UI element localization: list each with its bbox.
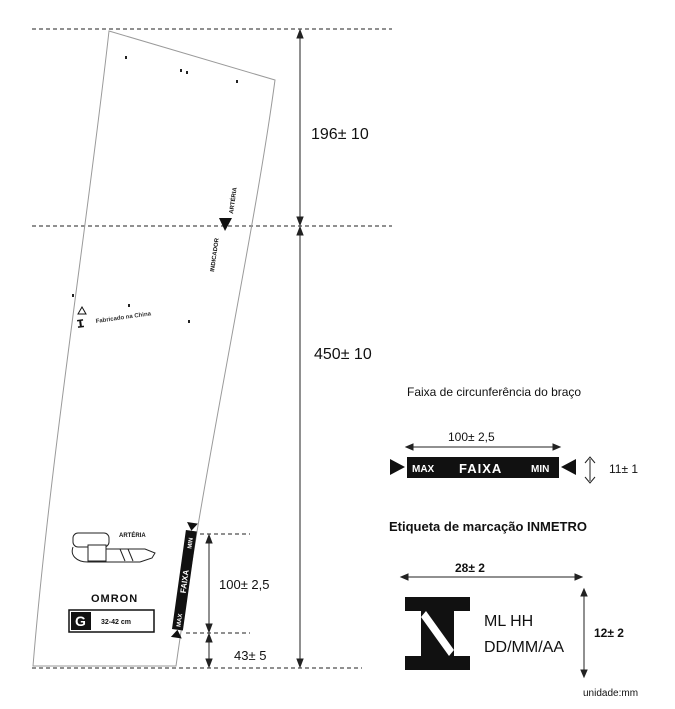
size-label: G 32-42 cm [68, 609, 155, 633]
size-letter: G [75, 613, 86, 629]
top-segment-dimension: 196± 10 [311, 126, 369, 143]
band-min-label: MIN [187, 537, 194, 549]
warning-icon [77, 305, 87, 315]
indicator-marker: ARTÉRIA INDICADOR [210, 186, 239, 272]
cuff-outline [32, 30, 276, 667]
range-min-label: MIN [531, 464, 549, 475]
arm-placement-diagram [71, 532, 156, 563]
range-faixa-label: FAIXA [459, 461, 502, 476]
cuff-info-block: Fabricado na China [77, 305, 152, 328]
cuff-range-band: MAX FAIXA MIN [170, 522, 198, 639]
range-length-dimension [404, 443, 562, 451]
inmetro-line1: ML HH [484, 613, 533, 630]
brand-logo: OMRON [91, 593, 138, 605]
range-max-label: MAX [412, 464, 435, 475]
inmetro-section-title: Etiqueta de marcação INMETRO [389, 519, 587, 534]
band-faixa-label: FAIXA [179, 569, 191, 594]
inmetro-height-dimension [580, 587, 588, 679]
band-max-label: MAX [176, 613, 184, 627]
range-section-title: Faixa de circunferência do braço [407, 385, 581, 399]
inmetro-line2: DD/MM/AA [484, 639, 564, 656]
cuff-marks [72, 56, 238, 323]
main-segment-dimension: 450± 10 [314, 346, 372, 363]
diagram-artery-label: ARTÉRIA [119, 531, 146, 539]
dimension-lines [205, 28, 304, 669]
indicator-triangle-icon [219, 218, 232, 231]
range-band-sample: MAX FAIXA MIN [390, 457, 576, 478]
artery-label: ARTÉRIA [227, 186, 239, 214]
inmetro-width-label: 28± 2 [455, 561, 485, 575]
range-height-dimension [584, 456, 596, 484]
range-length-label: 100± 2,5 [448, 430, 495, 444]
inmetro-height-label: 12± 2 [594, 626, 624, 640]
inmetro-mark-icon [405, 597, 470, 670]
unit-label: unidade:mm [583, 688, 638, 699]
made-in-label: Fabricado na China [95, 311, 152, 325]
bottom-offset-dimension: 43± 5 [234, 648, 266, 663]
inmetro-width-dimension [399, 573, 584, 581]
range-height-label: 11± 1 [609, 462, 638, 476]
small-inmetro-icon [77, 319, 85, 328]
band-length-dimension: 100± 2,5 [219, 577, 270, 592]
indicator-label: INDICADOR [210, 237, 221, 272]
size-range: 32-42 cm [101, 619, 131, 626]
